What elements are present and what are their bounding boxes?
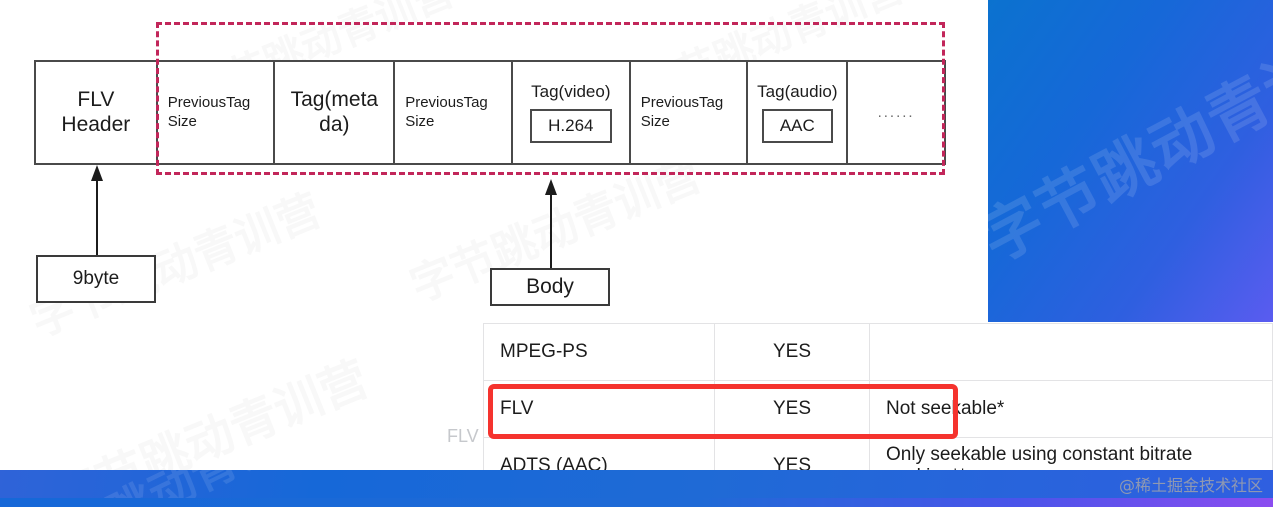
arrow-9byte	[91, 165, 103, 258]
table-cell-supported: YES	[714, 323, 870, 381]
diagram-cell-tag-video-: Tag(video) H.264	[513, 62, 631, 163]
diagram-cell-line: Size	[167, 112, 197, 130]
diagram-cell-line: PreviousTag	[405, 93, 488, 111]
diagram-cell-line: Header	[61, 112, 131, 136]
diagram-cell-tag-audio-: Tag(audio) AAC	[748, 62, 849, 163]
diagram-codec-box: H.264	[530, 109, 612, 143]
diagram-cell-line: Tag(meta	[290, 88, 379, 112]
table-cell-note: Not seekable*	[869, 380, 1273, 438]
diagram-tag-title: Tag(audio)	[757, 82, 838, 101]
bottom-gradient-strip	[0, 498, 1273, 507]
diagram-tag-title: Tag(video)	[531, 82, 611, 101]
diagram-codec-box: AAC	[761, 109, 833, 143]
bottom-blue-band: 字节跳动青训营	[0, 470, 1273, 498]
diagram-cell-line: Size	[640, 112, 670, 130]
diagram-cell-line: PreviousTag	[167, 93, 251, 111]
diagram-cell-line: da)	[319, 112, 350, 136]
callout-9byte: 9byte	[36, 255, 156, 303]
diagram-cell-ellipsis: ......	[848, 62, 944, 163]
arrow-body	[545, 179, 557, 272]
blue-panel-watermark: 字节跳动青训营	[988, 1, 1273, 277]
ellipsis-dots: ......	[877, 104, 915, 121]
callout-body: Body	[490, 268, 610, 306]
diagram-cell-line: PreviousTag	[640, 93, 724, 111]
bottom-band-watermark: 字节跳动青训营	[12, 470, 330, 498]
community-watermark: @稀土掘金技术社区	[1118, 476, 1263, 495]
table-cell-format: MPEG-PS	[483, 323, 715, 381]
diagram-cell-line: FLV	[77, 88, 115, 112]
blue-banner-panel: 字节跳动青训营	[988, 0, 1273, 322]
diagram-cell-line: Size	[405, 112, 435, 130]
table-cell-supported: YES	[714, 380, 870, 438]
table-cell-format: FLV	[483, 380, 715, 438]
faint-flv-label: FLV	[447, 426, 479, 446]
table-cell-note	[869, 323, 1273, 381]
